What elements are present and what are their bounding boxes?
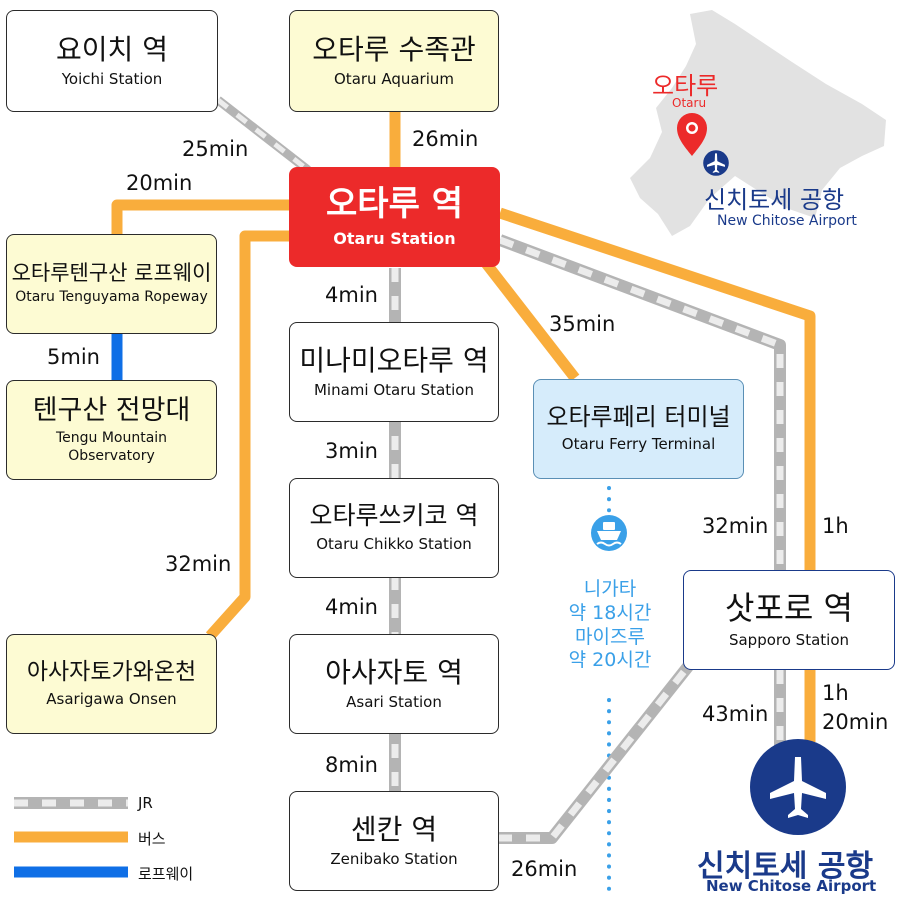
time-label-minami-jr: 4min — [325, 283, 378, 307]
time-label-chikko-jr: 3min — [325, 439, 378, 463]
jr-line-otaru-sapporo — [497, 234, 786, 572]
time-label-aquarium-bus: 26min — [412, 127, 479, 151]
location-pin-icon — [677, 113, 707, 156]
time-label-airport-bus-min: 20min — [822, 710, 889, 734]
time-label-zenibako-jr: 8min — [325, 753, 378, 777]
station-otaru-ferry-terminal[interactable]: 오타루페리 터미널 Otaru Ferry Terminal — [533, 379, 744, 479]
station-sapporo[interactable]: 삿포로 역 Sapporo Station — [683, 570, 895, 670]
legend-label-bus: 버스 — [138, 830, 166, 848]
station-name-en: Yoichi Station — [61, 69, 163, 88]
bus-route-otaru-ferry — [480, 258, 580, 382]
station-otaru-tenguyama-ropeway[interactable]: 오타루텐구산 로프웨이 Otaru Tenguyama Ropeway — [6, 234, 217, 334]
ferry-time-niigata: 약 18시간 — [568, 601, 652, 624]
station-name-en: Minami Otaru Station — [313, 380, 474, 399]
time-label-sapporo-bus: 1h — [822, 514, 849, 538]
station-otaru-aquarium[interactable]: 오타루 수족관 Otaru Aquarium — [289, 10, 499, 112]
station-otaru[interactable]: 오타루 역 Otaru Station — [289, 167, 500, 267]
inset-airport-label-en: New Chitose Airport — [717, 213, 857, 229]
time-label-yoichi-jr: 25min — [182, 137, 249, 161]
station-name-en: Otaru Chikko Station — [316, 535, 472, 553]
inset-otaru-label-ko: 오타루 — [652, 72, 719, 100]
station-yoichi[interactable]: 요이치 역 Yoichi Station — [6, 10, 218, 112]
jr-line-zenibako-sapporo — [498, 660, 695, 844]
station-asarigawa-onsen[interactable]: 아사자토가와온천 Asarigawa Onsen — [6, 634, 217, 734]
station-name-ko: 오타루 역 — [326, 184, 463, 225]
airport-name-ko: 신치토세 공항 — [697, 849, 874, 884]
bus-route-otaru-yoichi — [111, 199, 290, 234]
station-name-en: Otaru Tenguyama Ropeway — [15, 289, 208, 306]
station-name-ko: 미나미오타루 역 — [299, 343, 489, 377]
station-name-en: Asari Station — [346, 692, 442, 711]
station-name-en: Zenibako Station — [330, 849, 458, 868]
station-name-ko: 오타루쓰키코 역 — [309, 501, 479, 531]
inset-airport-label-ko: 신치토세 공항 — [704, 186, 845, 214]
time-label-ropeway: 5min — [47, 345, 100, 369]
time-label-airport-bus-hour: 1h — [822, 681, 849, 705]
time-label-asarigawa-bus: 32min — [165, 552, 232, 576]
ferry-dest-maizuru: 마이즈루 — [575, 625, 645, 648]
station-tengu-observatory[interactable]: 텐구산 전망대 Tengu Mountain Observatory — [6, 380, 217, 480]
station-name-en: Otaru Ferry Terminal — [561, 435, 716, 454]
jr-line-yoichi-otaru — [215, 96, 311, 174]
station-name-ko: 센칸 역 — [350, 812, 438, 846]
legend-label-ropeway: 로프웨이 — [138, 865, 194, 883]
station-name-ko: 오타루텐구산 로프웨이 — [11, 261, 212, 286]
station-asari[interactable]: 아사자토 역 Asari Station — [289, 634, 499, 734]
legend-label-jr: JR — [138, 794, 153, 812]
airplane-icon — [703, 150, 729, 176]
time-label-airport-jr: 43min — [702, 702, 769, 726]
bus-route-otaru-sapporo-airport — [498, 207, 816, 572]
ferry-dest-niigata: 니가타 — [583, 578, 637, 600]
time-label-zenibako-sapporo-jr: 26min — [511, 857, 578, 881]
station-name-en: Asarigawa Onsen — [46, 689, 177, 708]
station-name-ko: 오타루페리 터미널 — [546, 402, 731, 431]
time-label-yoichi-bus: 20min — [126, 171, 193, 195]
station-minami-otaru[interactable]: 미나미오타루 역 Minami Otaru Station — [289, 322, 499, 422]
station-name-ko: 오타루 수족관 — [312, 32, 476, 66]
station-otaru-chikko[interactable]: 오타루쓰키코 역 Otaru Chikko Station — [289, 478, 499, 578]
time-label-sapporo-jr: 32min — [702, 514, 769, 538]
airplane-icon — [750, 739, 846, 835]
time-label-ferry-bus: 35min — [549, 312, 616, 336]
inset-otaru-label-en: Otaru — [672, 96, 707, 110]
station-name-ko: 아사자토가와온천 — [26, 659, 197, 686]
station-name-en: Otaru Aquarium — [334, 69, 454, 88]
station-name-en: Sapporo Station — [728, 631, 850, 650]
time-label-asari-jr: 4min — [325, 595, 378, 619]
ferry-icon — [591, 515, 627, 551]
station-name-ko: 아사자토 역 — [325, 655, 463, 689]
ferry-destinations: 니가타 약 18시간 마이즈루 약 20시간 — [560, 578, 660, 673]
ferry-time-maizuru: 약 20시간 — [568, 649, 652, 672]
hokkaido-map-inset — [630, 10, 886, 236]
airport-name-en: New Chitose Airport — [706, 877, 877, 895]
station-name-ko: 텐구산 전망대 — [32, 394, 191, 426]
station-name-ko: 요이치 역 — [56, 32, 168, 66]
station-name-en: Tengu Mountain Observatory — [55, 430, 168, 464]
station-name-en: Otaru Station — [333, 228, 456, 248]
station-name-ko: 삿포로 역 — [725, 589, 853, 628]
bus-route-otaru-asarigawa — [205, 230, 290, 640]
station-zenibako[interactable]: 센칸 역 Zenibako Station — [289, 791, 499, 891]
